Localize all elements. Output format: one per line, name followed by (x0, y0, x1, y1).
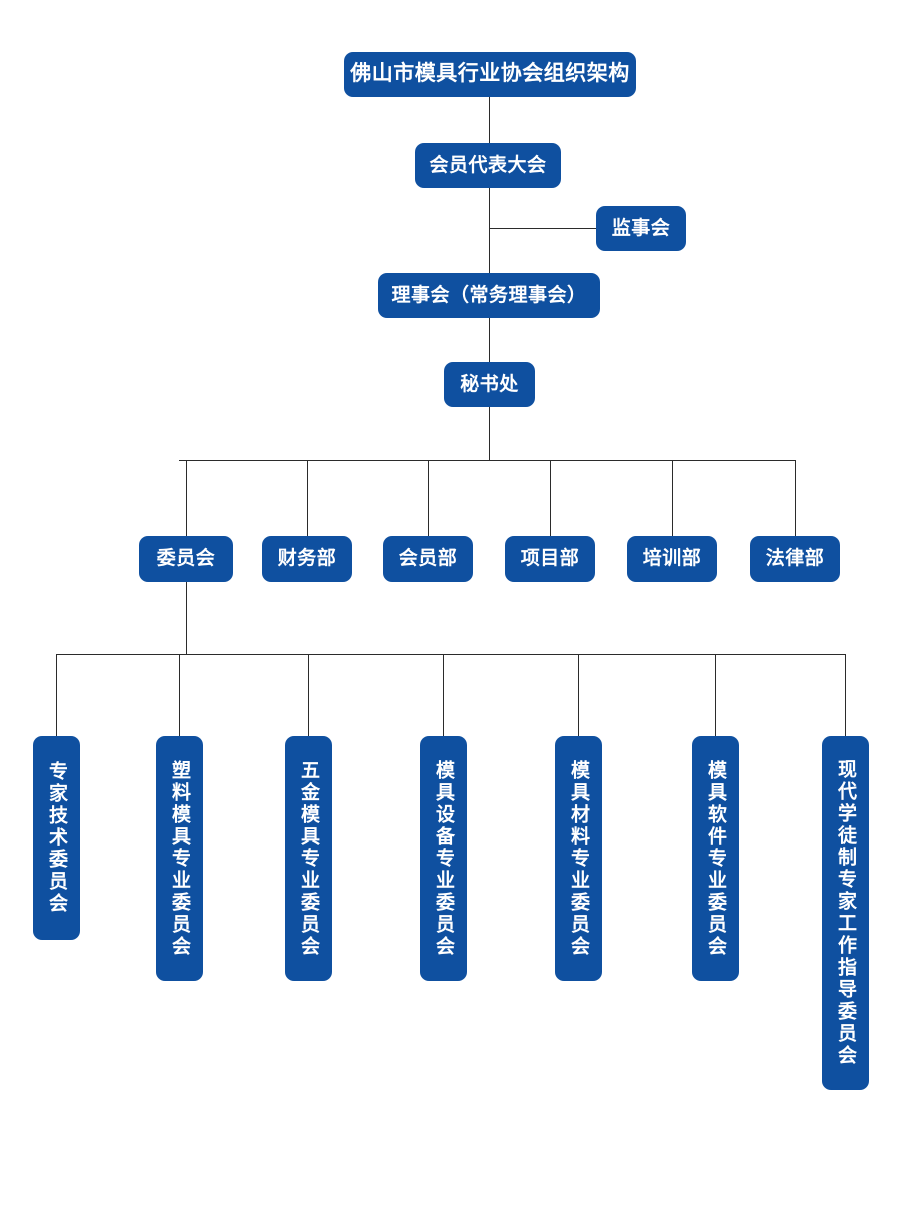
node-council[interactable]: 理事会（常务理事会） (378, 273, 600, 318)
connector-committee-drop (186, 582, 187, 654)
connector-drop-hardware-mold (308, 654, 309, 736)
node-subcommittee-mold-software[interactable]: 模具软件专业委员会 (692, 736, 739, 981)
connector-drop-membership (428, 460, 429, 536)
node-subcommittee-mold-equipment[interactable]: 模具设备专业委员会 (420, 736, 467, 981)
connector-secretariat-drop (489, 407, 490, 460)
node-subcommittee-mold-material[interactable]: 模具材料专业委员会 (555, 736, 602, 981)
connector-drop-committee (186, 460, 187, 536)
node-subcommittee-hardware-mold[interactable]: 五金模具专业委员会 (285, 736, 332, 981)
node-department-legal[interactable]: 法律部 (750, 536, 840, 582)
node-supervisory-board[interactable]: 监事会 (596, 206, 686, 251)
connector-drop-mold-software (715, 654, 716, 736)
connector-drop-mold-material (578, 654, 579, 736)
node-department-training[interactable]: 培训部 (627, 536, 717, 582)
connector-drop-finance (307, 460, 308, 536)
connector-subcommittee-bus (56, 654, 846, 655)
node-secretariat[interactable]: 秘书处 (444, 362, 535, 407)
node-department-membership[interactable]: 会员部 (383, 536, 473, 582)
connector-drop-training (672, 460, 673, 536)
connector-assembly-spine (489, 188, 490, 273)
connector-root-to-assembly (489, 97, 490, 143)
node-subcommittee-expert-tech[interactable]: 专家技术委员会 (33, 736, 80, 940)
connector-drop-expert-tech (56, 654, 57, 736)
node-department-project[interactable]: 项目部 (505, 536, 595, 582)
connector-spine-to-supervisory (489, 228, 597, 229)
connector-drop-apprenticeship (845, 654, 846, 736)
node-department-committee[interactable]: 委员会 (139, 536, 233, 582)
node-subcommittee-apprenticeship[interactable]: 现代学徒制专家工作指导委员会 (822, 736, 869, 1090)
node-subcommittee-plastic-mold[interactable]: 塑料模具专业委员会 (156, 736, 203, 981)
connector-drop-legal (795, 460, 796, 536)
connector-department-bus (179, 460, 796, 461)
node-assembly[interactable]: 会员代表大会 (415, 143, 561, 188)
connector-council-to-secretariat (489, 318, 490, 362)
node-department-finance[interactable]: 财务部 (262, 536, 352, 582)
connector-drop-plastic-mold (179, 654, 180, 736)
connector-drop-mold-equipment (443, 654, 444, 736)
connector-drop-project (550, 460, 551, 536)
node-root-title[interactable]: 佛山市模具行业协会组织架构 (344, 52, 636, 97)
